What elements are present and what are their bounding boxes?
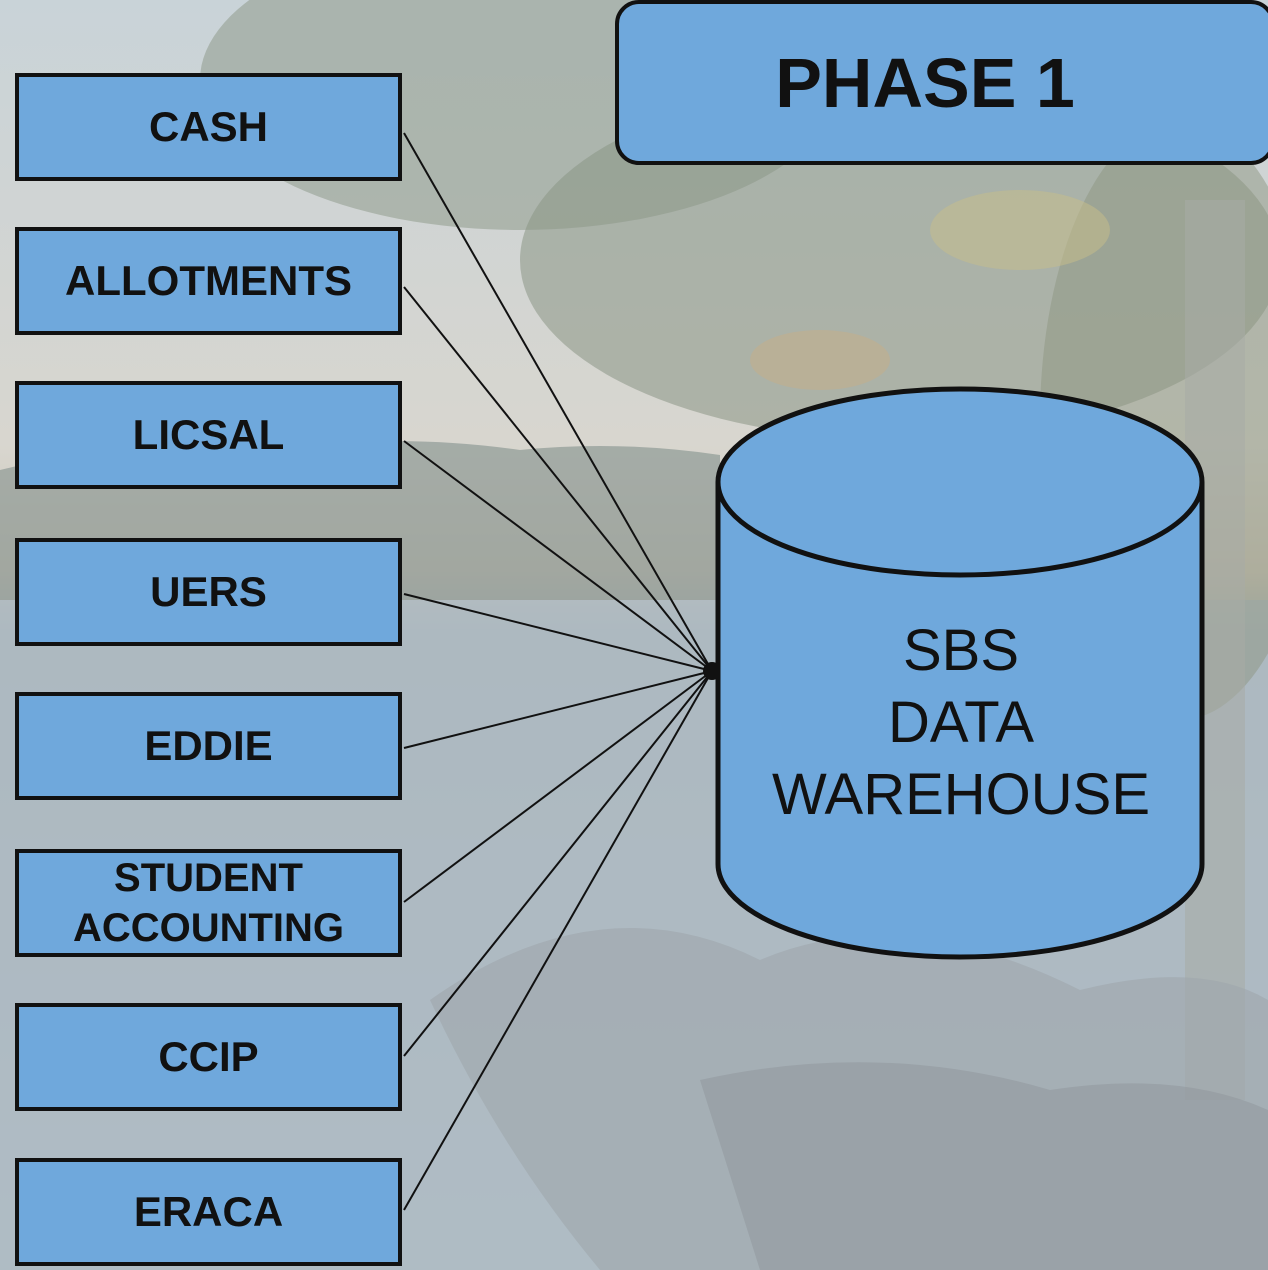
source-label: LICSAL (132, 411, 285, 458)
source-label: STUDENT ACCOUNTING (72, 856, 345, 950)
warehouse-label-line-2: DATA (887, 690, 1035, 755)
source-label: CASH (148, 103, 268, 150)
connector-lines (403, 132, 713, 1211)
database-cylinder (715, 386, 1205, 960)
phase-title: PHASE 1 (615, 0, 1268, 165)
source-box-uers: UERS (15, 538, 402, 646)
connector-eddie (403, 670, 713, 749)
source-label: UERS (150, 568, 267, 615)
connector-student-accounting (403, 670, 713, 903)
source-box-allotments: ALLOTMENTS (15, 227, 402, 335)
source-box-cash: CASH (15, 73, 402, 181)
connector-allotments (403, 286, 713, 672)
source-box-ccip: CCIP (15, 1003, 402, 1111)
source-label: EDDIE (144, 722, 273, 769)
source-label: ALLOTMENTS (65, 257, 352, 304)
source-box-eraca: ERACA (15, 1158, 402, 1266)
source-label: ERACA (133, 1188, 284, 1235)
cylinder-body (715, 482, 1205, 960)
connector-eraca (403, 670, 713, 1211)
cylinder-top (715, 386, 1205, 578)
warehouse-label-line-3: WAREHOUSE (771, 762, 1151, 827)
connector-ccip (403, 670, 713, 1057)
source-box-student-accounting: STUDENT ACCOUNTING (15, 849, 402, 957)
source-label: CCIP (158, 1033, 259, 1080)
source-box-licsal: LICSAL (15, 381, 402, 489)
connector-licsal (403, 440, 713, 672)
source-box-eddie: EDDIE (15, 692, 402, 800)
connector-uers (403, 593, 713, 672)
data-warehouse-label: SBS DATA WAREHOUSE (720, 615, 1202, 831)
connector-cash (403, 132, 713, 672)
warehouse-label-line-1: SBS (902, 618, 1020, 683)
